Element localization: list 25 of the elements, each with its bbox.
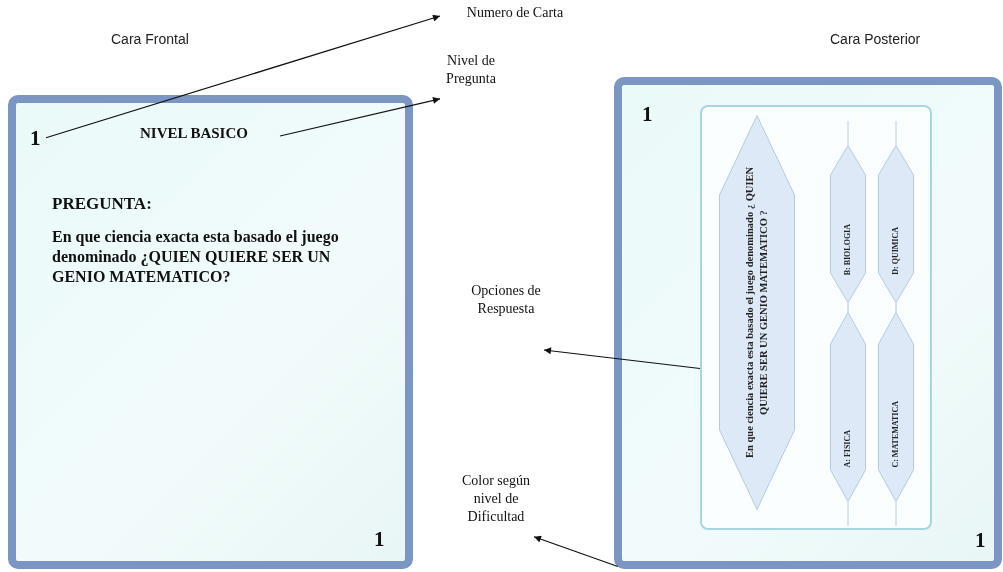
level-text: NIVEL BASICO: [140, 125, 280, 145]
card-number: 1: [30, 127, 46, 151]
answer-option: B: BIOLOGIA: [842, 223, 854, 275]
card-number: 1: [642, 101, 653, 128]
leader-arrow: [543, 347, 701, 370]
leader-arrow: [533, 535, 619, 568]
card-number: 1: [975, 527, 986, 554]
question-heading: PREGUNTA:: [52, 193, 152, 215]
annotation-label: Color según nivel de Dificultad: [458, 472, 534, 562]
answer-option: A: FISICA: [842, 430, 854, 468]
annotation-label: Numero de Carta: [440, 4, 590, 24]
connector-line: [847, 302, 849, 313]
annotation-label: Nivel de Pregunta: [440, 52, 502, 112]
answer-option: D: QUIMICA: [890, 227, 902, 275]
question-text: En que ciencia exacta esta basado el juego denominado ¿ QUIEN QUIERE SER UN GENIO MATEMATICO ?: [743, 165, 770, 461]
answer-panel: [700, 105, 932, 530]
question-text: En que ciencia exacta esta basado el juego denominado ¿QUIEN QUIERE SER UN GENIO MATEMATICO?: [52, 227, 340, 287]
answer-option: C: MATEMATICA: [890, 401, 902, 468]
card-heading: Cara Frontal: [111, 31, 189, 49]
card-heading: Cara Posterior: [830, 31, 921, 49]
leader-arrow: [279, 97, 441, 137]
card-number: 1: [374, 526, 385, 553]
annotation-label: Opciones de Respuesta: [468, 282, 544, 362]
leader-arrow: [45, 14, 441, 139]
connector-line: [895, 302, 897, 313]
